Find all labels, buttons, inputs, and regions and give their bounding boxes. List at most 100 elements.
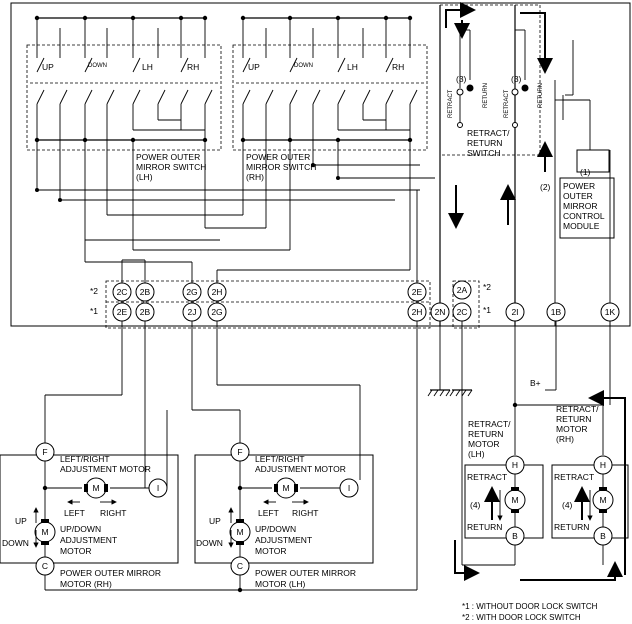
svg-text:2C: 2C — [117, 287, 128, 297]
retract-motor-lh-return: RETURN — [467, 522, 502, 532]
control-module: (1) (2) POWER OUTER MIRROR CONTROL MODUL… — [540, 40, 615, 326]
switch-lh-rh: RH — [187, 62, 199, 72]
connector-2n: 2N — [430, 302, 450, 322]
motor-rh-title-1: POWER OUTER MIRROR — [60, 568, 161, 578]
row2-tag-right: *2 — [483, 282, 491, 292]
svg-text:B: B — [600, 531, 606, 541]
motor-rh-lr-2: ADJUSTMENT MOTOR — [60, 464, 151, 474]
flow-arrows-top — [445, 2, 553, 229]
switch-rh-rh: RH — [392, 62, 404, 72]
marker-3-lh: (3) — [456, 74, 467, 84]
retract-label-rh: RETRACT — [504, 89, 510, 118]
retract-motor-rh-title-3: MOTOR — [556, 424, 587, 434]
row1-tag: *1 — [90, 306, 98, 316]
motor-lh-down: DOWN — [196, 538, 223, 548]
internal-wiring — [36, 140, 435, 285]
motor-lh-lr-1: LEFT/RIGHT — [255, 454, 305, 464]
module-title-4: CONTROL — [563, 211, 605, 221]
battery-label: B+ — [530, 378, 541, 388]
marker-3-rh: (3) — [511, 74, 522, 84]
svg-text:F: F — [237, 447, 242, 457]
svg-text:2I: 2I — [511, 307, 518, 317]
connector-2g-top: 2G — [182, 282, 202, 302]
retract-motor-rh-title-1: RETRACT/ — [556, 404, 599, 414]
module-title-3: MIRROR — [563, 201, 597, 211]
retract-motor-lh-title-3: MOTOR — [468, 439, 499, 449]
motor-lh-title-2: MOTOR (LH) — [255, 579, 306, 589]
module-title-2: OUTER — [563, 191, 593, 201]
svg-text:2B: 2B — [140, 307, 151, 317]
motor-rh-ud-1: UP/DOWN — [60, 524, 101, 534]
connector-2e-bottom: 2E — [112, 302, 132, 322]
motor-lh-ud-3: MOTOR — [255, 546, 286, 556]
retract-motor-rh-title-2: RETURN — [556, 414, 591, 424]
svg-text:M: M — [511, 495, 518, 505]
mirror-motor-rh: F I C M M LEFT/RIGHT ADJUSTMENT MOTOR LE… — [0, 442, 179, 589]
switch-lh-title-3: (LH) — [136, 172, 153, 182]
svg-text:I: I — [157, 483, 159, 493]
svg-text:2G: 2G — [186, 287, 197, 297]
switch-lh-down: DOWN — [88, 63, 107, 69]
connector-2j-bottom: 2J — [182, 302, 202, 322]
retract-motor-rh-retract: RETRACT — [554, 472, 594, 482]
svg-text:2N: 2N — [435, 307, 446, 317]
switch-lh-lh: LH — [142, 62, 153, 72]
switch-lh-title-1: POWER OUTER — [136, 152, 200, 162]
motor-lh-ud-2: ADJUSTMENT — [255, 535, 312, 545]
main-enclosure — [10, 2, 631, 327]
retract-motor-lh-title-4: (LH) — [468, 449, 485, 459]
connector-2h-top: 2H — [207, 282, 227, 302]
retract-switch-title-3: SWITCH — [467, 148, 501, 158]
connector-2c-top: 2C — [112, 282, 132, 302]
svg-text:B: B — [512, 531, 518, 541]
row2-tag: *2 — [90, 286, 98, 296]
switch-rh-dotted-box — [232, 44, 428, 151]
module-title-5: MODULE — [563, 221, 600, 231]
connector-block: *2 *1 *2 *1 2C 2B 2G 2H 2E 2A 2E 2B 2J 2… — [90, 280, 620, 329]
svg-text:M: M — [41, 527, 48, 537]
row1-tag-right: *1 — [483, 305, 491, 315]
connector-2b-top: 2B — [135, 282, 155, 302]
retract-switch-title-1: RETRACT/ — [467, 128, 510, 138]
motor-rh-up: UP — [15, 516, 27, 526]
retract-motor-rh-title-4: (RH) — [556, 434, 574, 444]
svg-text:1K: 1K — [605, 307, 616, 317]
motor-rh-down: DOWN — [2, 538, 29, 548]
motor-rh-ud-3: MOTOR — [60, 546, 91, 556]
switch-rh-title-3: (RH) — [246, 172, 264, 182]
retract-motor-lh-title-2: RETURN — [468, 429, 503, 439]
svg-text:H: H — [512, 460, 518, 470]
retract-return-switch: RETRACT RETURN RETRACT RETURN (3) (3) RE… — [439, 4, 544, 326]
switch-lh-dotted-box — [26, 44, 222, 151]
svg-text:2G: 2G — [211, 307, 222, 317]
motor-lh-ud-1: UP/DOWN — [255, 524, 296, 534]
marker-1: (1) — [580, 167, 591, 177]
switch-rh-down: DOWN — [294, 63, 313, 69]
retract-switch-title-2: RETURN — [467, 138, 502, 148]
flow-arrows-bottom — [454, 390, 626, 581]
switch-lh-title-2: MIRROR SWITCH — [136, 162, 206, 172]
svg-text:M: M — [92, 483, 99, 493]
svg-text:M: M — [236, 527, 243, 537]
switch-lh-up: UP — [42, 62, 54, 72]
motor-rh-left: LEFT — [64, 508, 85, 518]
retract-motor-rh: RETRACT/ RETURN MOTOR (RH) H B M RETRACT… — [551, 404, 629, 546]
retract-motor-lh-retract: RETRACT — [467, 472, 507, 482]
svg-text:M: M — [282, 483, 289, 493]
svg-text:I: I — [348, 483, 350, 493]
svg-text:2A: 2A — [457, 285, 468, 295]
connector-1k: 1K — [600, 302, 620, 322]
mirror-motor-lh: F I C M M LEFT/RIGHT ADJUSTMENT MOTOR LE… — [194, 442, 374, 589]
motor-lh-title-1: POWER OUTER MIRROR — [255, 568, 356, 578]
motor-lh-up: UP — [209, 516, 221, 526]
connector-2e-top: 2E — [407, 282, 427, 302]
footnote-1: *1 : WITHOUT DOOR LOCK SWITCH — [462, 602, 598, 611]
svg-text:2H: 2H — [412, 307, 423, 317]
return-label-lh: RETURN — [483, 83, 489, 108]
connector-1b: 1B — [546, 302, 566, 322]
svg-text:2E: 2E — [117, 307, 128, 317]
marker-2: (2) — [540, 182, 551, 192]
connector-2c-right: 2C — [452, 302, 472, 322]
retract-label-lh: RETRACT — [448, 89, 454, 118]
connector-2b-bottom: 2B — [135, 302, 155, 322]
